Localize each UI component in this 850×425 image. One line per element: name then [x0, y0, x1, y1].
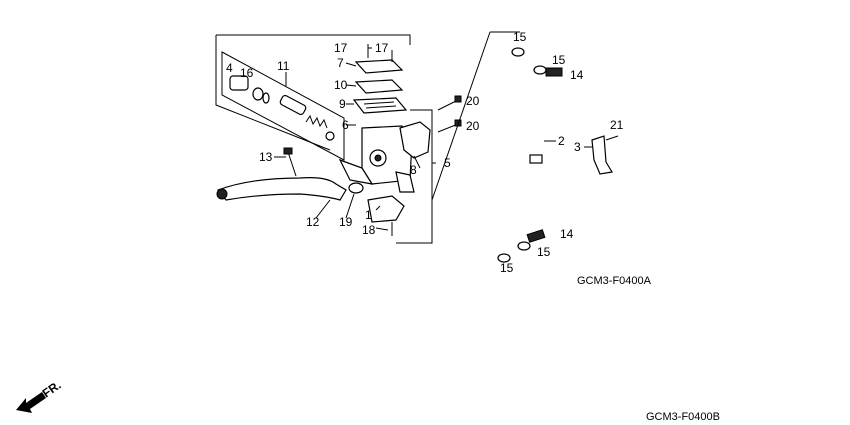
label-4: 4 — [226, 61, 233, 75]
part-labels: 1 2 3 4 5 6 7 8 9 10 11 12 13 14 14 15 1… — [226, 30, 624, 275]
bolt-14-upper — [545, 67, 563, 77]
label-15-c: 15 — [500, 261, 514, 275]
spring-part — [305, 114, 328, 129]
label-13: 13 — [259, 150, 273, 164]
diagram-code-lower: GCM3-F0400B — [646, 411, 720, 423]
ring-part-2 — [262, 92, 270, 104]
label-3: 3 — [574, 140, 581, 154]
label-20-upper: 20 — [466, 94, 480, 108]
lever-tip — [216, 188, 228, 200]
bolts-20 — [437, 95, 462, 133]
brake-switch — [591, 135, 613, 175]
lever-mount — [338, 158, 374, 185]
leader-lines — [274, 47, 592, 231]
cylinder-port-inner — [374, 154, 382, 162]
cup-part — [325, 131, 335, 141]
arrow-icon — [16, 392, 46, 413]
label-15-b: 15 — [552, 53, 566, 67]
label-18: 18 — [362, 223, 376, 237]
label-15-a: 15 — [513, 30, 527, 44]
bolt-20-upper-head — [454, 95, 462, 103]
hose-box-line — [431, 31, 491, 201]
piston-part — [279, 94, 307, 116]
assembly-box-left — [215, 35, 331, 151]
brake-lever — [217, 177, 347, 201]
pivot-bolt-13 — [287, 151, 297, 177]
label-10: 10 — [334, 78, 348, 92]
pivot-nut-19 — [348, 182, 364, 194]
label-9: 9 — [339, 97, 346, 111]
label-21: 21 — [610, 118, 624, 132]
diaphragm-part — [352, 97, 408, 114]
label-1: 1 — [365, 208, 372, 222]
washer-15-a — [511, 47, 525, 57]
boot-part — [229, 75, 249, 91]
piston-parts — [229, 75, 335, 141]
hose-clamp — [529, 154, 543, 164]
label-5: 5 — [444, 156, 451, 170]
plate-part — [354, 79, 404, 94]
bracket-part — [367, 195, 405, 223]
screw-21 — [605, 135, 619, 141]
label-15-d: 15 — [537, 245, 551, 259]
label-14-lower: 14 — [560, 227, 574, 241]
label-20-lower: 20 — [466, 119, 480, 133]
label-19: 19 — [339, 215, 353, 229]
label-2: 2 — [558, 134, 565, 148]
label-11: 11 — [277, 59, 290, 73]
bolt-14-lower — [526, 229, 546, 243]
label-8: 8 — [410, 163, 417, 177]
front-arrow: FR. — [16, 378, 64, 413]
washer-15-c — [497, 253, 511, 263]
holder-clamp — [399, 121, 431, 159]
label-17-a: 17 — [334, 41, 348, 55]
diagram-code-upper: GCM3-F0400A — [577, 275, 652, 287]
label-6: 6 — [342, 118, 349, 132]
cap-part — [354, 59, 404, 74]
assembly-box-right — [396, 109, 433, 244]
washer-15-b — [533, 65, 547, 75]
label-16: 16 — [240, 66, 254, 80]
assembly-box-top — [216, 34, 411, 45]
piston-kit-box — [221, 51, 345, 161]
washer-15-d — [517, 241, 531, 251]
master-cylinder-body — [338, 125, 415, 193]
ring-part — [252, 87, 264, 101]
pivot-bolt-head — [283, 147, 293, 155]
label-17-b: 17 — [375, 41, 389, 55]
label-7: 7 — [337, 56, 344, 70]
body-tab — [395, 171, 415, 193]
diaphragm-ribs — [363, 101, 397, 109]
label-14-upper: 14 — [570, 68, 584, 82]
reservoir-cap-stack — [352, 44, 408, 114]
label-12: 12 — [306, 215, 320, 229]
